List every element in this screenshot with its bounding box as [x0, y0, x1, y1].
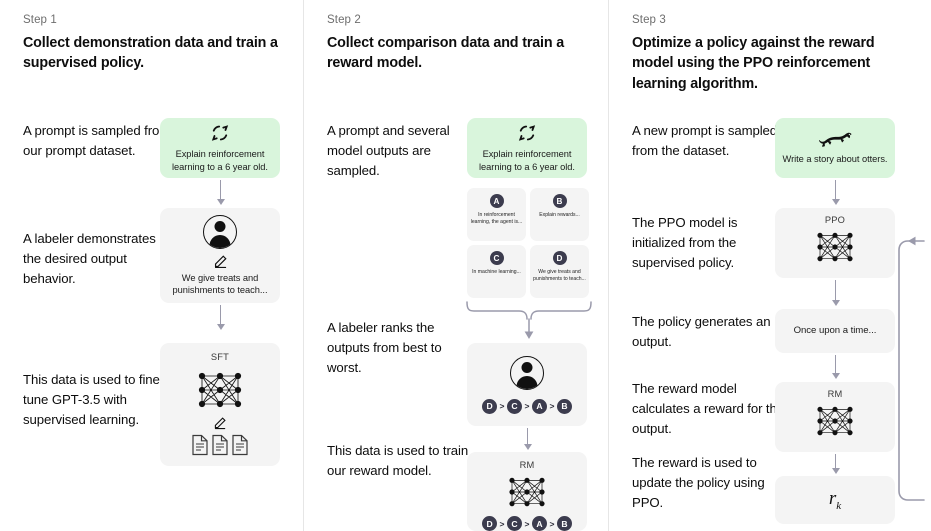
step-2-arrow-2 — [522, 428, 533, 450]
documents-icon — [191, 434, 249, 456]
step-1-prompt-text: Explain reinforcement learning to a 6 ye… — [172, 149, 268, 172]
step-3-ppo-title: PPO — [824, 215, 846, 225]
step-1-description-3: This data is used to fine-tune GPT-3.5 w… — [23, 372, 165, 427]
neural-network-icon — [189, 366, 251, 414]
step-3-description-1: A new prompt is sampled from the dataset… — [632, 123, 778, 158]
neural-network-icon — [807, 401, 863, 441]
pencil-icon — [213, 254, 228, 269]
step-1-prompt-box[interactable]: Explain reinforcement learning to a 6 ye… — [160, 118, 280, 178]
step-3-label: Step 3 — [632, 14, 666, 26]
step-2-option-c[interactable]: C In machine learning... — [467, 245, 526, 298]
rank-1: D — [482, 516, 498, 531]
step-3-arrow-2 — [830, 280, 841, 306]
rank-separator: > — [549, 401, 555, 411]
step-2-rm-ranking-row: D > C > A > B — [482, 516, 572, 531]
step-3-ppo-box[interactable]: PPO — [775, 208, 895, 278]
refresh-cycle-icon — [517, 123, 537, 143]
step-2-merge-brace — [464, 300, 594, 344]
step-3-reward-model-box[interactable]: RM — [775, 382, 895, 452]
person-icon — [203, 214, 237, 249]
step-2-column: Step 2 Collect comparison data and train… — [304, 0, 608, 531]
option-text-a: In reinforcement learning, the agent is.… — [470, 212, 523, 225]
rank-separator: > — [524, 401, 530, 411]
step-2-prompt-box[interactable]: Explain reinforcement learning to a 6 ye… — [467, 118, 587, 178]
step-1-labeler-text: We give treats and punishments to teach.… — [172, 272, 268, 295]
step-3-arrow-4 — [830, 454, 841, 474]
column-divider-1 — [303, 0, 304, 531]
step-3-description-5: The reward is used to update the policy … — [632, 455, 765, 510]
step-1-title: Collect demonstration data and train a s… — [23, 35, 278, 72]
pencil-icon — [213, 416, 227, 430]
option-badge-c: C — [489, 251, 504, 265]
person-icon — [510, 355, 544, 390]
step-1-sft-box[interactable]: SFT — [160, 343, 280, 466]
option-badge-d: D — [552, 251, 567, 265]
step-1-label: Step 1 — [23, 14, 57, 26]
rank-1: D — [482, 398, 498, 414]
rank-separator: > — [549, 518, 555, 529]
step-2-reward-model-box[interactable]: RM D > C > A > — [467, 452, 587, 531]
step-2-label: Step 2 — [327, 14, 361, 26]
otter-icon — [817, 131, 853, 148]
step-2-ranking-box[interactable]: D > C > A > B — [467, 343, 587, 426]
step-2-prompt-text: Explain reinforcement learning to a 6 ye… — [479, 149, 575, 172]
option-text-d: We give treats and punishments to teach.… — [533, 269, 586, 282]
step-3-description-4: The reward model calculates a reward for… — [632, 381, 784, 436]
step-2-description-3: This data is used to train our reward mo… — [327, 443, 469, 478]
step-2-option-d[interactable]: D We give treats and punishments to teac… — [530, 245, 589, 298]
step-1-description-2: A labeler demonstrates the desired outpu… — [23, 231, 156, 286]
step-1-arrow-2 — [215, 305, 226, 330]
option-text-c: In machine learning... — [472, 269, 521, 275]
step-1-column: Step 1 Collect demonstration data and tr… — [0, 0, 303, 531]
step-2-option-b[interactable]: B Explain rewards... — [530, 188, 589, 241]
option-badge-b: B — [552, 194, 567, 208]
step-2-description-2: A labeler ranks the outputs from best to… — [327, 320, 442, 375]
step-3-arrow-1 — [830, 180, 841, 205]
step-1-description-1: A prompt is sampled from our prompt data… — [23, 123, 171, 158]
step-3-title: Optimize a policy against the reward mod… — [632, 35, 875, 92]
step-3-reward-box[interactable]: rk — [775, 476, 895, 524]
rank-4: B — [556, 398, 572, 414]
rank-3: A — [531, 516, 547, 531]
step-1-sft-title: SFT — [210, 352, 230, 362]
rank-separator: > — [524, 518, 530, 529]
step-2-option-a[interactable]: A In reinforcement learning, the agent i… — [467, 188, 526, 241]
step-2-description-1: A prompt and several model outputs are s… — [327, 123, 450, 178]
neural-network-icon — [807, 227, 863, 267]
rank-2: C — [507, 398, 523, 414]
step-3-prompt-box[interactable]: Write a story about otters. — [775, 118, 895, 178]
rank-3: A — [531, 398, 547, 414]
option-badge-a: A — [489, 194, 504, 208]
step-2-title: Collect comparison data and train a rewa… — [327, 35, 565, 72]
step-3-description-2: The PPO model is initialized from the su… — [632, 215, 738, 270]
option-text-b: Explain rewards... — [539, 212, 580, 218]
step-1-arrow-1 — [215, 180, 226, 205]
reward-symbol: rk — [828, 488, 842, 512]
rank-2: C — [507, 516, 523, 531]
step-2-rm-title: RM — [519, 460, 535, 470]
step-1-labeler-box[interactable]: We give treats and punishments to teach.… — [160, 208, 280, 303]
rank-4: B — [556, 516, 572, 531]
step-3-prompt-text: Write a story about otters. — [782, 153, 888, 164]
feedback-loop-arrow — [886, 232, 931, 507]
step-3-arrow-3 — [830, 355, 841, 379]
refresh-cycle-icon — [210, 123, 230, 143]
step-3-output-box[interactable]: Once upon a time... — [775, 309, 895, 353]
rank-separator: > — [499, 401, 505, 411]
step-3-rm-title: RM — [827, 389, 843, 399]
rank-separator: > — [499, 518, 505, 529]
step-3-output-text: Once upon a time... — [793, 324, 877, 336]
column-divider-2 — [608, 0, 609, 531]
step-2-ranking-row: D > C > A > B — [482, 398, 572, 414]
step-3-description-3: The policy generates an output. — [632, 314, 771, 349]
neural-network-icon — [499, 472, 555, 512]
step-3-column: Step 3 Optimize a policy against the rew… — [609, 0, 931, 531]
